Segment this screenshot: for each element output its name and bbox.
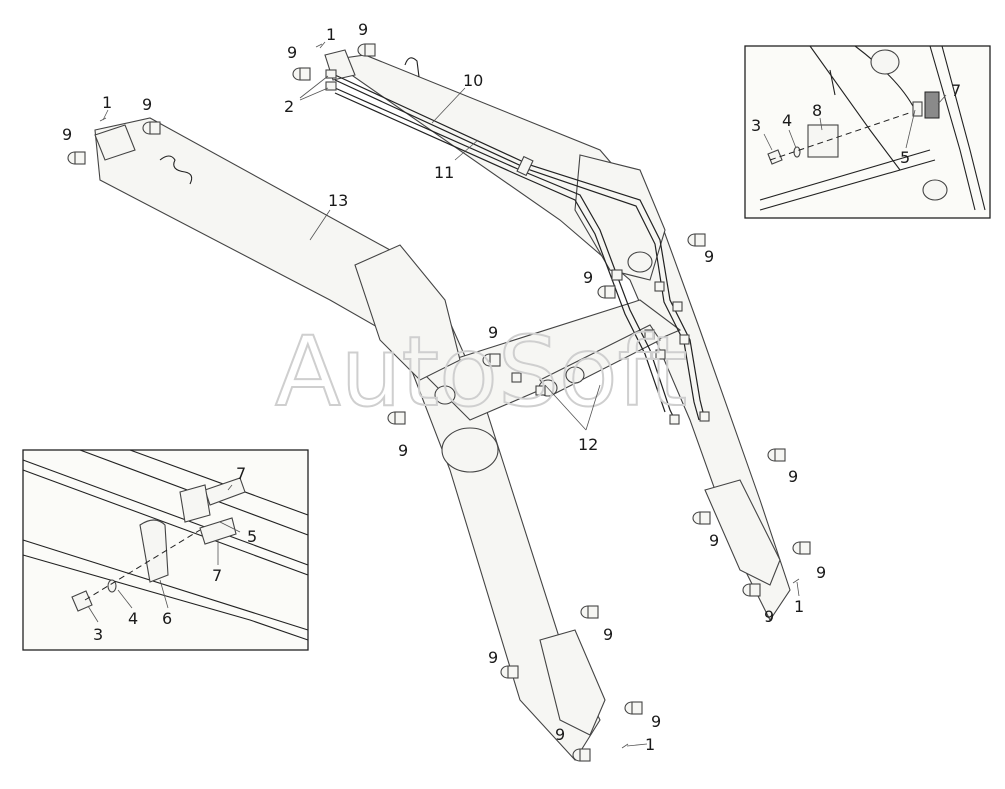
callout-11: 11 xyxy=(434,163,454,182)
callout-9: 9 xyxy=(816,563,826,582)
callout-9: 9 xyxy=(287,43,297,62)
callout-5: 5 xyxy=(900,148,910,167)
callout-9: 9 xyxy=(651,712,661,731)
callout-7: 7 xyxy=(212,566,222,585)
inset-clamp-detail-bottom-left xyxy=(22,449,309,651)
inset-clamp-detail-top-right xyxy=(744,45,991,219)
callout-10: 10 xyxy=(463,71,483,90)
callout-12: 12 xyxy=(578,435,598,454)
hydraulic-pipes xyxy=(325,69,710,425)
callout-9: 9 xyxy=(398,441,408,460)
callout-7: 7 xyxy=(236,464,246,483)
callout-8: 8 xyxy=(812,101,822,120)
callout-2: 2 xyxy=(284,97,294,116)
watermark: AutoSoft xyxy=(275,316,687,428)
callout-1: 1 xyxy=(326,25,336,44)
callout-9: 9 xyxy=(704,247,714,266)
callout-9: 9 xyxy=(603,625,613,644)
callout-1: 1 xyxy=(645,735,655,754)
callout-4: 4 xyxy=(128,609,138,628)
leader-lines xyxy=(102,41,800,747)
callout-9: 9 xyxy=(358,20,368,39)
callout-9: 9 xyxy=(583,268,593,287)
callout-9: 9 xyxy=(62,125,72,144)
callout-labels: 1 9 9 2 10 11 1 9 9 13 9 9 9 9 12 9 9 9 … xyxy=(62,20,961,754)
callout-9: 9 xyxy=(788,467,798,486)
callout-9: 9 xyxy=(764,607,774,626)
bushings xyxy=(67,43,811,762)
callout-3: 3 xyxy=(751,116,761,135)
callout-3: 3 xyxy=(93,625,103,644)
callout-6: 6 xyxy=(162,609,172,628)
callout-9: 9 xyxy=(142,95,152,114)
callout-9: 9 xyxy=(488,648,498,667)
callout-9: 9 xyxy=(555,725,565,744)
callout-9: 9 xyxy=(709,531,719,550)
callout-13: 13 xyxy=(328,191,348,210)
callout-9: 9 xyxy=(488,323,498,342)
callout-7: 7 xyxy=(951,81,961,100)
pipe-10 xyxy=(334,74,706,421)
callout-4: 4 xyxy=(782,111,792,130)
boom-structure xyxy=(94,49,791,761)
callout-1: 1 xyxy=(102,93,112,112)
callout-5: 5 xyxy=(247,527,257,546)
callout-1: 1 xyxy=(794,597,804,616)
